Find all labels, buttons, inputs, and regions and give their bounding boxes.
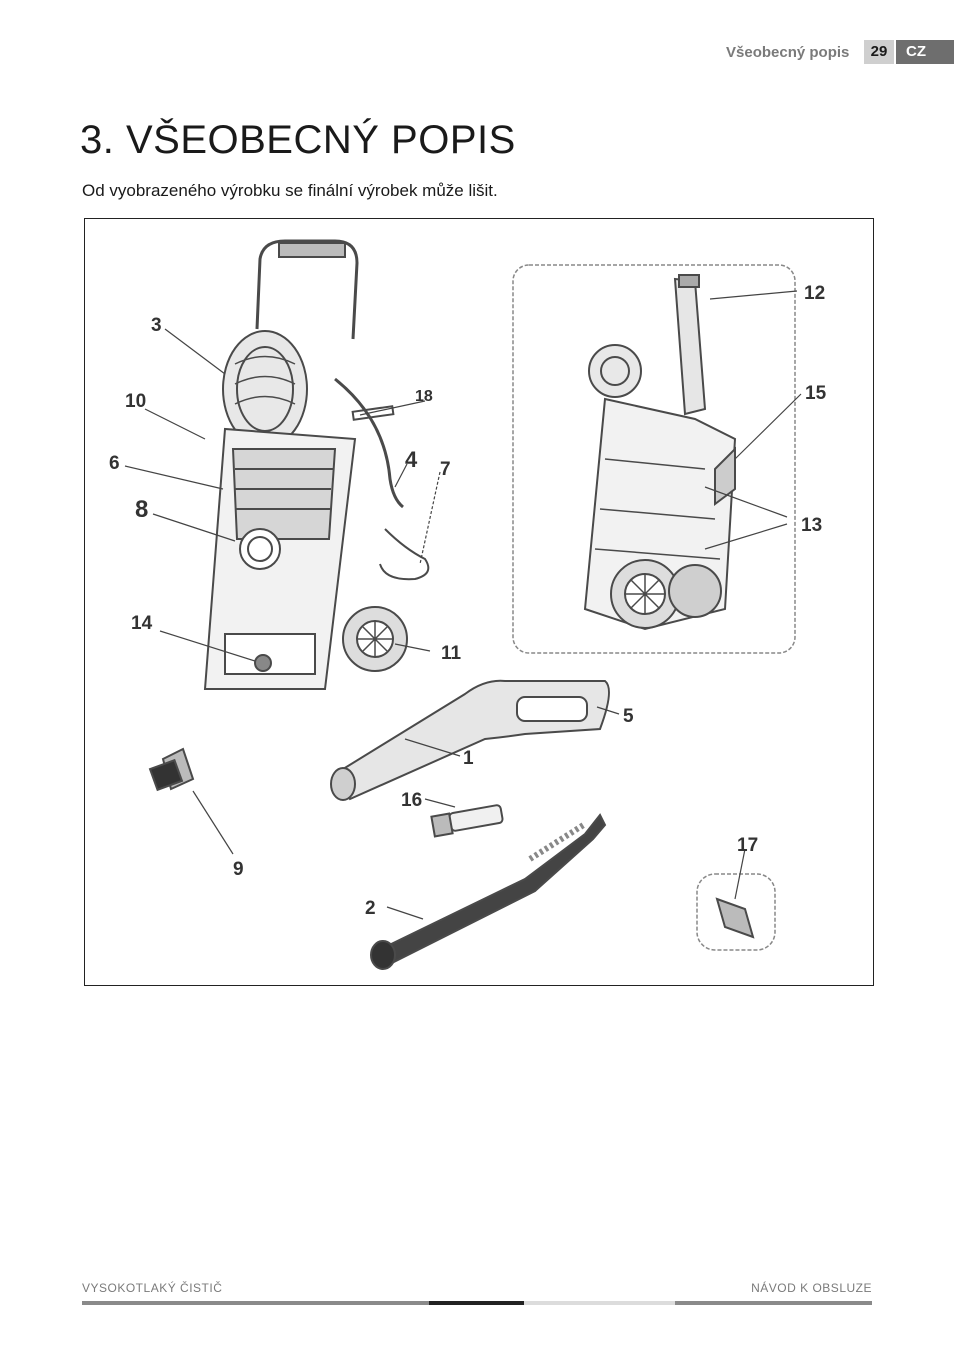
nozzle-illustration: [148, 747, 195, 792]
lance-illustration: [370, 813, 607, 970]
callout-2: 2: [365, 898, 376, 919]
callout-15: 15: [805, 383, 827, 404]
product-diagram: 3 10 6 8 14 18 4 7 11 9 12 15 13 5 1 16 …: [109, 239, 827, 970]
header-page-number: 29: [864, 40, 894, 64]
callout-11: 11: [441, 643, 462, 664]
spray-gun-illustration: [330, 679, 610, 801]
footer-bar-light: [524, 1301, 675, 1305]
rear-view-frame: [512, 264, 796, 654]
pressure-washer-rear-illustration: [583, 274, 737, 631]
callout-16: 16: [401, 790, 422, 811]
callout-9: 9: [233, 859, 244, 880]
callout-5: 5: [623, 706, 634, 727]
footer-product-name: VYSOKOTLAKÝ ČISTIČ: [82, 1281, 223, 1295]
callout-7: 7: [440, 459, 451, 480]
callout-10: 10: [125, 391, 146, 412]
header-section-title: Všeobecný popis: [726, 44, 850, 61]
header-language-badge: CZ: [896, 40, 954, 64]
callout-14: 14: [131, 613, 153, 634]
page-title: 3. VŠEOBECNÝ POPIS: [80, 118, 516, 162]
page-subtitle: Od vyobrazeného výrobku se finální výrob…: [82, 181, 498, 200]
footer-bar-gray-left: [82, 1301, 429, 1305]
callout-labels: 3 10 6 8 14 18 4 7 11 9 12 15 13 5 1 16 …: [109, 283, 827, 919]
callout-12: 12: [804, 283, 825, 304]
pressure-washer-front-illustration: [203, 239, 430, 690]
callout-13: 13: [801, 515, 822, 536]
nozzle-adapter-illustration: [715, 897, 755, 939]
leader-lines: [124, 290, 802, 920]
product-diagram-frame: 3 10 6 8 14 18 4 7 11 9 12 15 13 5 1 16 …: [84, 218, 874, 986]
callout-4: 4: [405, 447, 418, 472]
callout-3: 3: [151, 315, 162, 336]
callout-1: 1: [463, 748, 474, 769]
footer-bar-gray-right: [675, 1301, 872, 1305]
callout-18: 18: [415, 388, 433, 405]
callout-6: 6: [109, 453, 120, 474]
callout-17: 17: [737, 835, 758, 856]
footer-manual-label: NÁVOD K OBSLUZE: [751, 1281, 872, 1295]
footer-bar-dark: [429, 1301, 524, 1305]
callout-8: 8: [135, 496, 148, 523]
grease-tube-illustration: [430, 804, 504, 838]
